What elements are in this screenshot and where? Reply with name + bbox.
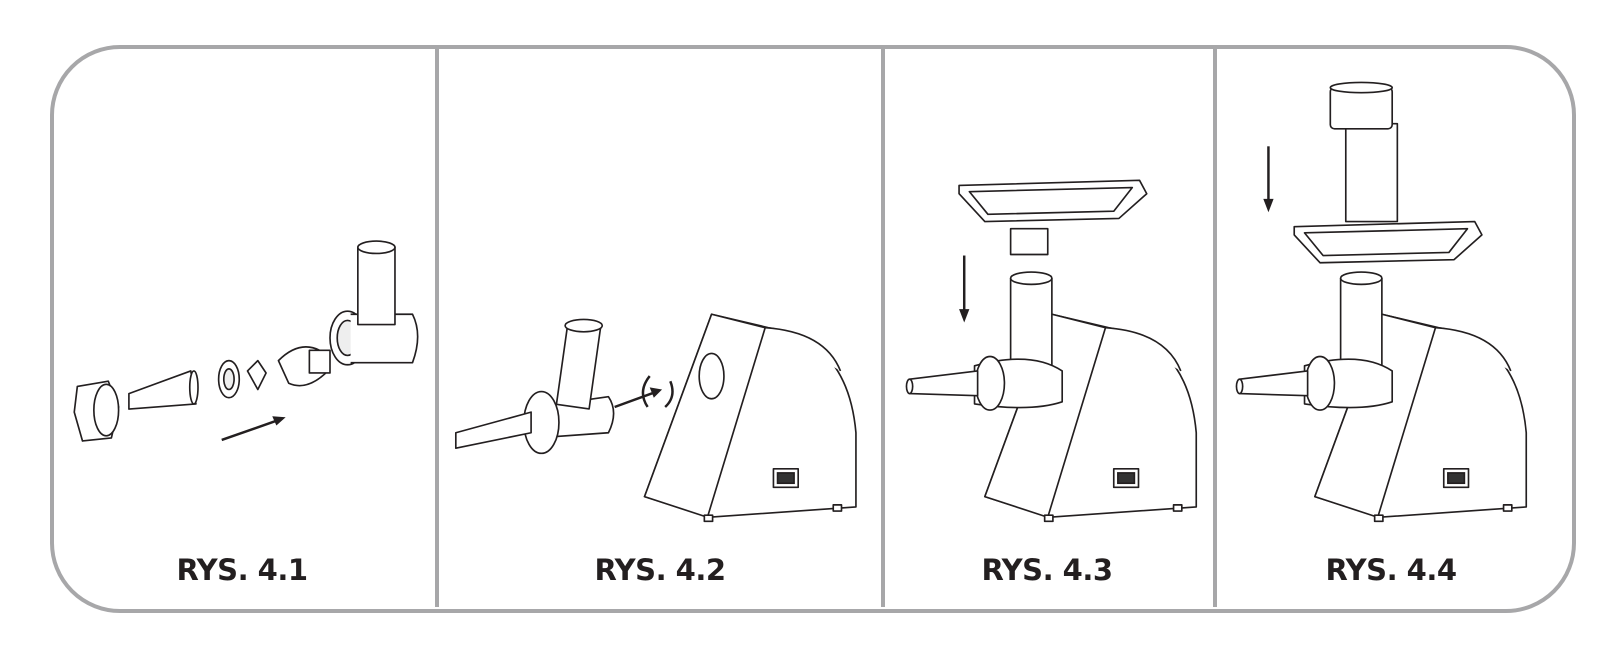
figure-label-4-4: RYS. 4.4 [1325,553,1457,587]
figure-label-4-3: RYS. 4.3 [981,553,1113,587]
figure-4-3-fit-tray [905,179,1198,523]
panel-divider [435,47,439,607]
figure-4-4-insert-pusher [1235,81,1528,523]
figure-label-4-1: RYS. 4.1 [176,553,308,587]
figure-4-2-attach-to-motor [454,313,857,523]
panel-divider [881,47,885,607]
panel-divider [1213,47,1217,607]
figure-4-1-exploded-parts [73,240,419,442]
figure-frame [50,45,1576,613]
figure-label-4-2: RYS. 4.2 [594,553,726,587]
